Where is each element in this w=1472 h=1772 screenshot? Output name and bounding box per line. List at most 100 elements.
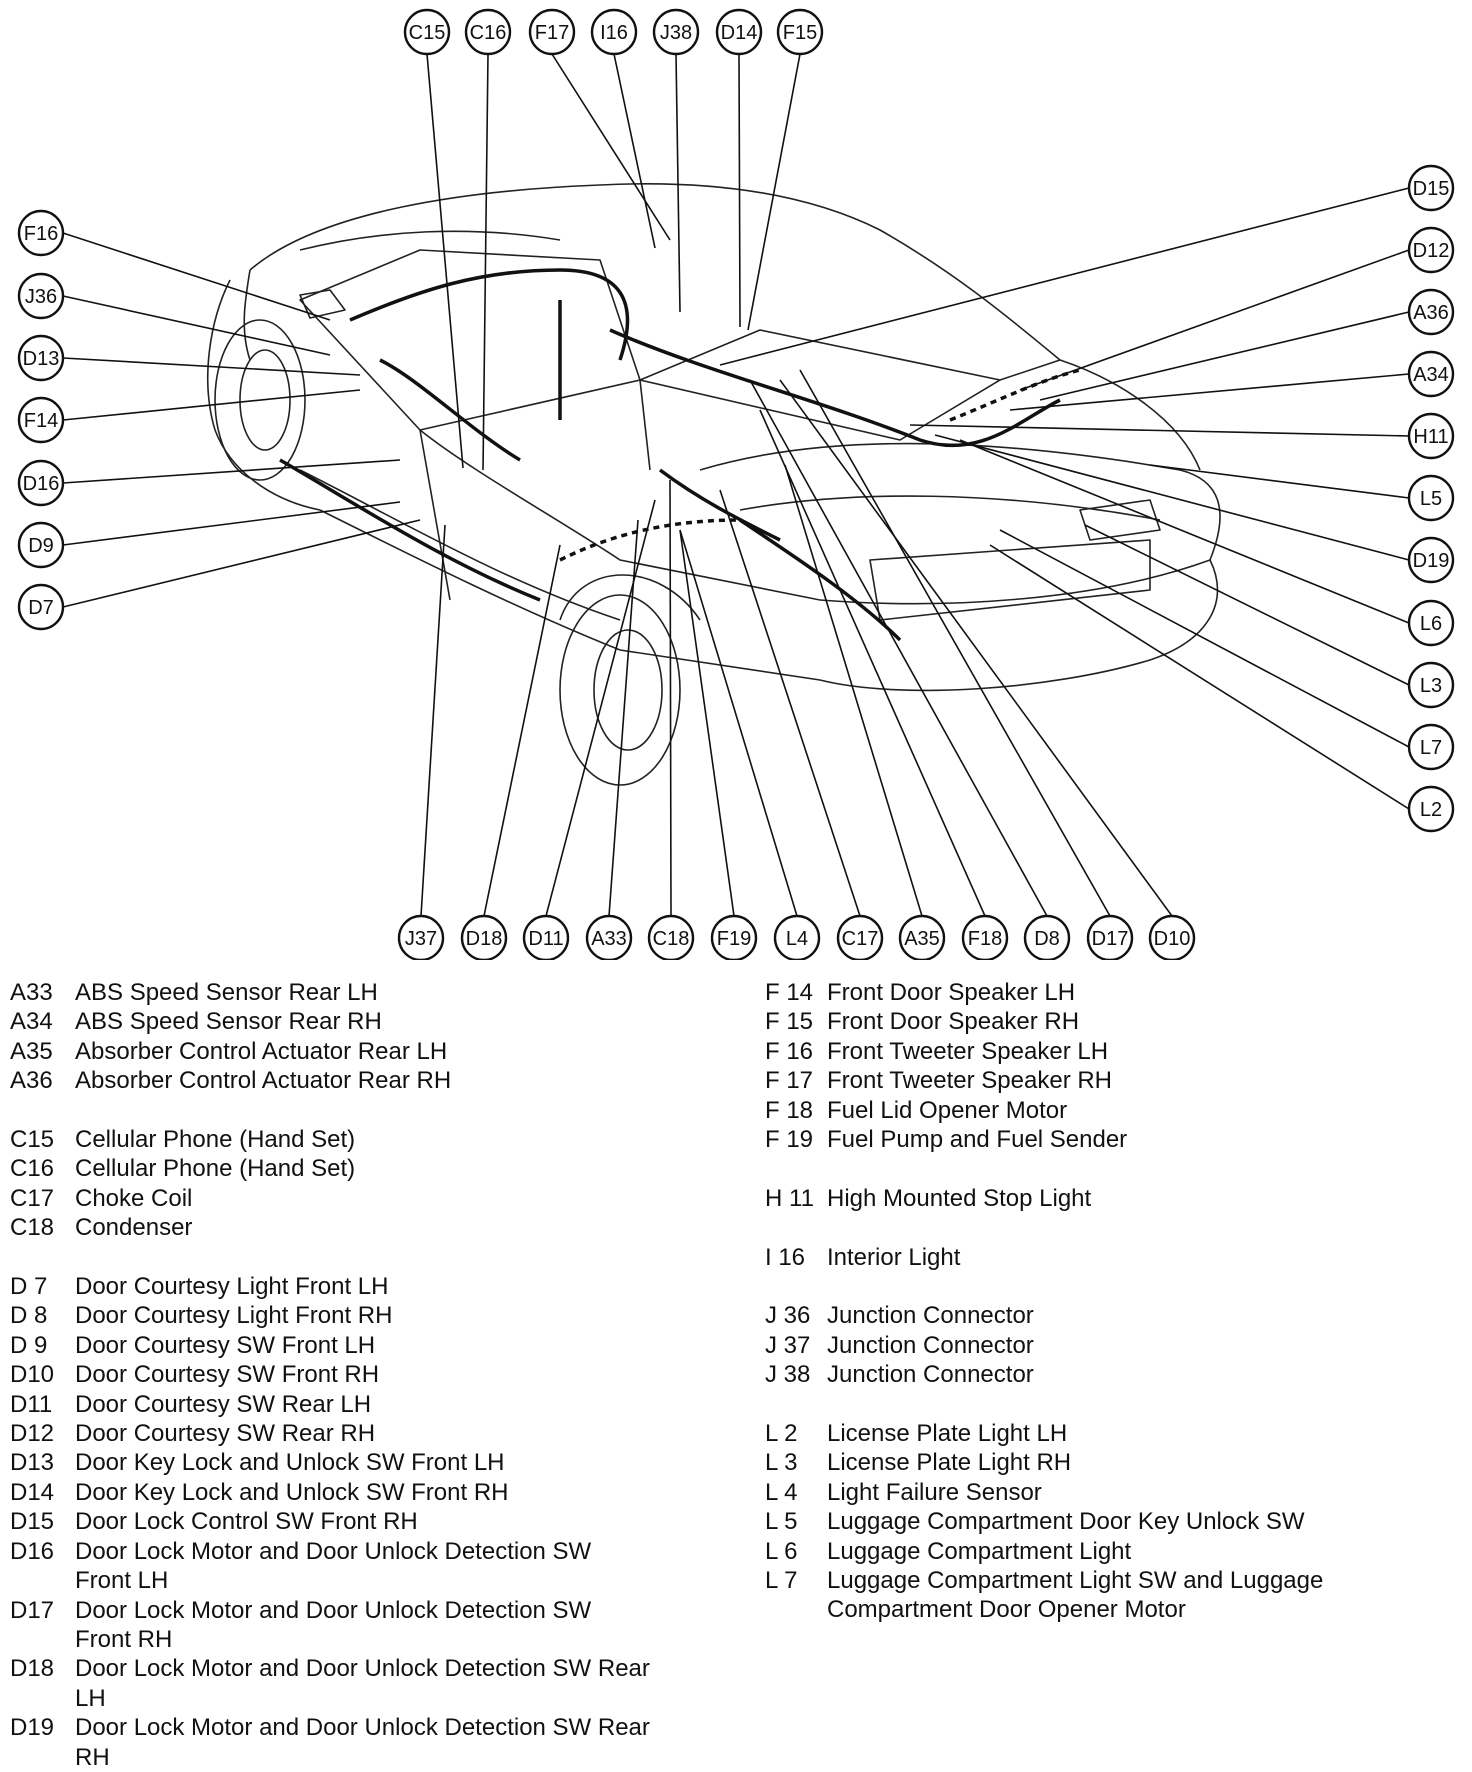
- callout-circle: [17, 583, 65, 631]
- legend-entry: D13 Door Key Lock and Unlock SW Front LH: [10, 1448, 650, 1477]
- callout-label: J37: [405, 928, 437, 950]
- callout-label: C16: [470, 22, 507, 44]
- leader-line-d15: [719, 187, 1410, 366]
- callout-f14: F14: [17, 396, 65, 444]
- callout-circle: [1407, 288, 1455, 336]
- callout-circle: [17, 209, 65, 257]
- legend-description: Fuel Pump and Fuel Sender: [827, 1126, 1128, 1154]
- legend-code: L 4: [765, 1478, 798, 1506]
- callout-label: L2: [1420, 799, 1442, 821]
- callout-circle: [776, 8, 824, 56]
- legend-code: I 16: [765, 1243, 806, 1271]
- callout-circle: [590, 8, 638, 56]
- callout-label: L6: [1420, 613, 1442, 635]
- legend-code: D 9: [10, 1331, 48, 1359]
- callout-c18: C18: [647, 914, 695, 960]
- callout-d15: D15: [1407, 164, 1455, 212]
- legend-code: D13: [10, 1449, 55, 1477]
- legend-description: Door Key Lock and Unlock SW Front LH: [75, 1449, 505, 1477]
- legend-code: D10: [10, 1361, 55, 1389]
- legend-code: A36: [10, 1067, 53, 1095]
- legend-code: F 17: [765, 1067, 814, 1095]
- callout-l5: L5: [1407, 474, 1455, 522]
- legend-code: F 15: [765, 1008, 814, 1036]
- legend-code: L 7: [765, 1567, 798, 1595]
- callout-circle: [647, 914, 695, 960]
- callout-a33: A33: [585, 914, 633, 960]
- callout-label: L7: [1420, 737, 1442, 759]
- callout-label: F15: [783, 22, 817, 44]
- legend-description: Door Courtesy SW Rear RH: [75, 1420, 376, 1448]
- legend-entry: A36 Absorber Control Actuator Rear RH: [10, 1066, 650, 1095]
- leader-line-d17: [799, 369, 1111, 917]
- leader-line-l6: [959, 439, 1410, 624]
- callout-j37: J37: [397, 914, 445, 960]
- legend-code: C18: [10, 1214, 55, 1242]
- callout-circle: [1407, 599, 1455, 647]
- legend-code: D 7: [10, 1273, 48, 1301]
- legend-description: Door Lock Motor and Door Unlock Detectio…: [75, 1537, 592, 1595]
- callout-circle: [710, 914, 758, 960]
- callout-circle: [773, 914, 821, 960]
- callout-circle: [17, 272, 65, 320]
- legend-code: J 37: [765, 1331, 811, 1359]
- legend-description: Door Lock Motor and Door Unlock Detectio…: [75, 1596, 592, 1653]
- legend-description: Door Courtesy SW Front RH: [75, 1361, 380, 1389]
- callout-circle: [1407, 226, 1455, 274]
- legend-code: D14: [10, 1478, 55, 1506]
- callout-circle: [397, 914, 445, 960]
- callout-label: F18: [968, 928, 1002, 950]
- legend-code: L 5: [765, 1508, 798, 1536]
- wire-harness: [279, 268, 1081, 642]
- legend-description: Front Tweeter Speaker LH: [827, 1037, 1109, 1065]
- leader-line-j36: [62, 295, 331, 356]
- callout-d12: D12: [1407, 226, 1455, 274]
- leader-line-c18: [669, 479, 672, 917]
- callout-d7: D7: [17, 583, 65, 631]
- legend-code: D12: [10, 1420, 55, 1448]
- callout-label: I16: [600, 22, 628, 44]
- callout-label: D7: [28, 597, 54, 619]
- car-body-outline: [207, 183, 1221, 786]
- legend-code: L 6: [765, 1537, 798, 1565]
- legend-description: Fuel Lid Opener Motor: [827, 1096, 1068, 1124]
- callout-label: F19: [717, 928, 751, 950]
- callout-i16: I16: [590, 8, 638, 56]
- callout-l4: L4: [773, 914, 821, 960]
- legend-code: C17: [10, 1184, 55, 1212]
- callout-d9: D9: [17, 521, 65, 569]
- callout-label: D16: [23, 473, 60, 495]
- callout-circle: [1407, 474, 1455, 522]
- legend-description: Absorber Control Actuator Rear RH: [75, 1067, 452, 1095]
- legend-code: D18: [10, 1655, 55, 1683]
- legend-code: A33: [10, 979, 53, 1006]
- callout-circle: [522, 914, 570, 960]
- legend-code: D 8: [10, 1302, 48, 1330]
- callout-d11: D11: [522, 914, 570, 960]
- legend-description: Door Lock Motor and Door Unlock Detectio…: [75, 1714, 650, 1771]
- callout-c17: C17: [836, 914, 884, 960]
- callout-circle: [585, 914, 633, 960]
- legend-code: F 18: [765, 1096, 814, 1124]
- callout-circle: [1407, 350, 1455, 398]
- leader-line-h11: [909, 424, 1410, 437]
- legend-description: License Plate Light RH: [827, 1449, 1072, 1477]
